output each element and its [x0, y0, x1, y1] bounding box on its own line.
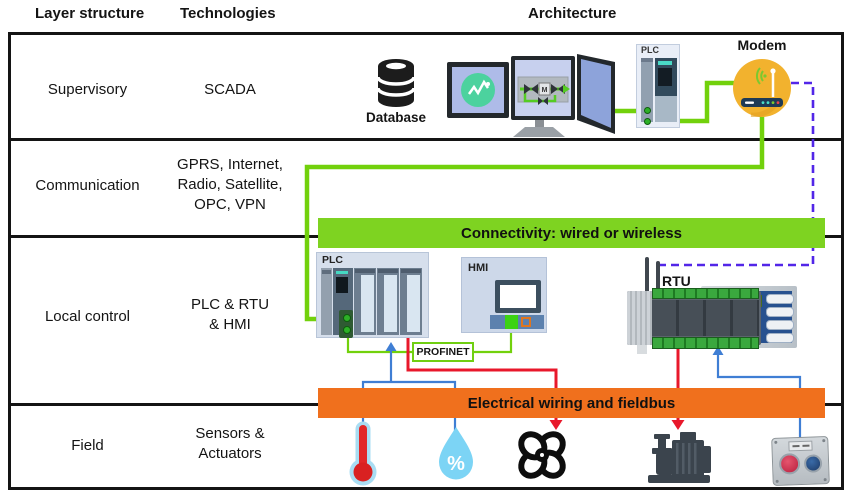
pump-icon — [648, 432, 711, 483]
tech-supervisory: SCADA — [165, 80, 295, 100]
plc-io-module — [400, 268, 422, 335]
hmi-footer — [490, 315, 544, 329]
rtu-terminal-row-top — [652, 288, 759, 299]
header-technologies: Technologies — [180, 5, 276, 22]
rtu-label: RTU — [662, 273, 691, 289]
hmi-green-port — [505, 315, 518, 329]
plc-io-cover — [407, 275, 420, 332]
plc-module — [641, 58, 653, 122]
plc-io-cover — [361, 275, 374, 332]
plc-ethernet-port — [643, 107, 651, 114]
screw — [822, 439, 826, 443]
hmi-label: HMI — [468, 262, 489, 274]
database-label: Database — [365, 110, 427, 125]
plc-ethernet-port — [343, 326, 351, 334]
profinet-badge: PROFINET — [412, 342, 474, 362]
supervisory-plc: PLC — [636, 44, 680, 128]
row-label-field: Field — [71, 437, 104, 454]
tech-line: SCADA — [204, 81, 256, 98]
plc-led-strip — [336, 271, 348, 274]
rtu-modules — [652, 300, 759, 336]
row-label-supervisory: Supervisory — [47, 81, 128, 98]
tech-line: PLC & RTU — [190, 296, 270, 313]
hmi-orange-port — [521, 317, 531, 327]
plc-ethernet-port — [343, 314, 351, 322]
tech-line: OPC, VPN — [194, 196, 266, 213]
rtu-end-cap — [627, 291, 652, 345]
rtu-foot — [637, 345, 647, 354]
rtu-chassis — [627, 288, 761, 354]
plc-module — [321, 268, 332, 335]
local-plc: PLC — [316, 252, 429, 338]
plate-text-line — [792, 445, 800, 448]
profinet-label: PROFINET — [416, 346, 470, 358]
header-layer-structure: Layer structure — [35, 5, 145, 22]
plc-module-top — [641, 58, 653, 62]
database-icon — [376, 59, 416, 107]
fan-icon — [518, 431, 566, 479]
monitor-cluster-icon: M — [447, 54, 615, 137]
tech-communication: GPRS, Internet, Radio, Satellite, OPC, V… — [150, 155, 310, 215]
plc-module-top — [401, 269, 421, 273]
local-plc-label: PLC — [322, 254, 343, 266]
thermometer-icon — [349, 421, 377, 486]
fieldbus-bar-label: Electrical wiring and fieldbus — [467, 394, 676, 412]
row-label-communication: Communication — [35, 177, 140, 194]
plc-cpu-module — [655, 58, 677, 122]
row-divider-1 — [11, 138, 841, 141]
rtu-antenna-icon — [656, 261, 660, 299]
plc-screen — [658, 68, 672, 86]
tech-line: Sensors & — [195, 425, 265, 442]
plc-module-top — [378, 269, 398, 273]
plc-ethernet-port — [643, 118, 651, 125]
blue-pushbutton — [803, 454, 823, 473]
plc-module-top — [322, 270, 331, 274]
rtu-button — [766, 307, 794, 317]
rtu-terminal-row-bottom — [652, 337, 759, 349]
plc-io-cover — [384, 275, 397, 332]
connectivity-bar: Connectivity: wired or wireless — [318, 218, 825, 248]
red-pushbutton — [778, 453, 801, 475]
header-architecture: Architecture — [528, 5, 617, 22]
supervisory-plc-label: PLC — [641, 45, 659, 55]
motor-tag: M — [542, 87, 548, 94]
pushbutton-box-icon — [771, 436, 830, 486]
plc-cpu-top — [655, 58, 677, 96]
plate-text-line — [802, 444, 810, 447]
tech-line: GPRS, Internet, — [177, 156, 283, 173]
tech-line: Actuators — [198, 445, 262, 462]
humidity-icon: % — [439, 427, 473, 480]
rtu-button — [766, 294, 794, 304]
rtu-button — [766, 333, 794, 343]
pushbutton-label-plate — [788, 440, 813, 452]
connectivity-bar-label: Connectivity: wired or wireless — [461, 224, 682, 242]
tech-local-control: PLC & RTU & HMI — [165, 295, 295, 335]
screw — [823, 478, 827, 482]
plc-io-module — [377, 268, 399, 335]
plc-screen — [336, 277, 348, 293]
hmi-screen — [495, 280, 541, 313]
modem-label: Modem — [737, 37, 787, 53]
plc-port-area — [655, 96, 677, 122]
tech-line: & HMI — [209, 316, 251, 333]
fieldbus-bar: Electrical wiring and fieldbus — [318, 388, 825, 418]
rtu-antenna-icon — [645, 257, 649, 297]
screw — [774, 440, 778, 444]
row-label-local-control: Local control — [44, 308, 131, 325]
screw — [775, 479, 779, 483]
hmi-panel: HMI — [461, 257, 547, 333]
rtu-button — [766, 320, 794, 330]
modem-icon — [733, 59, 791, 117]
plc-io-module — [354, 268, 376, 335]
plc-led-strip — [658, 61, 672, 65]
humidity-percent: % — [447, 453, 465, 475]
plc-module-top — [355, 269, 375, 273]
tech-line: Radio, Satellite, — [177, 176, 283, 193]
tech-field: Sensors & Actuators — [165, 424, 295, 464]
